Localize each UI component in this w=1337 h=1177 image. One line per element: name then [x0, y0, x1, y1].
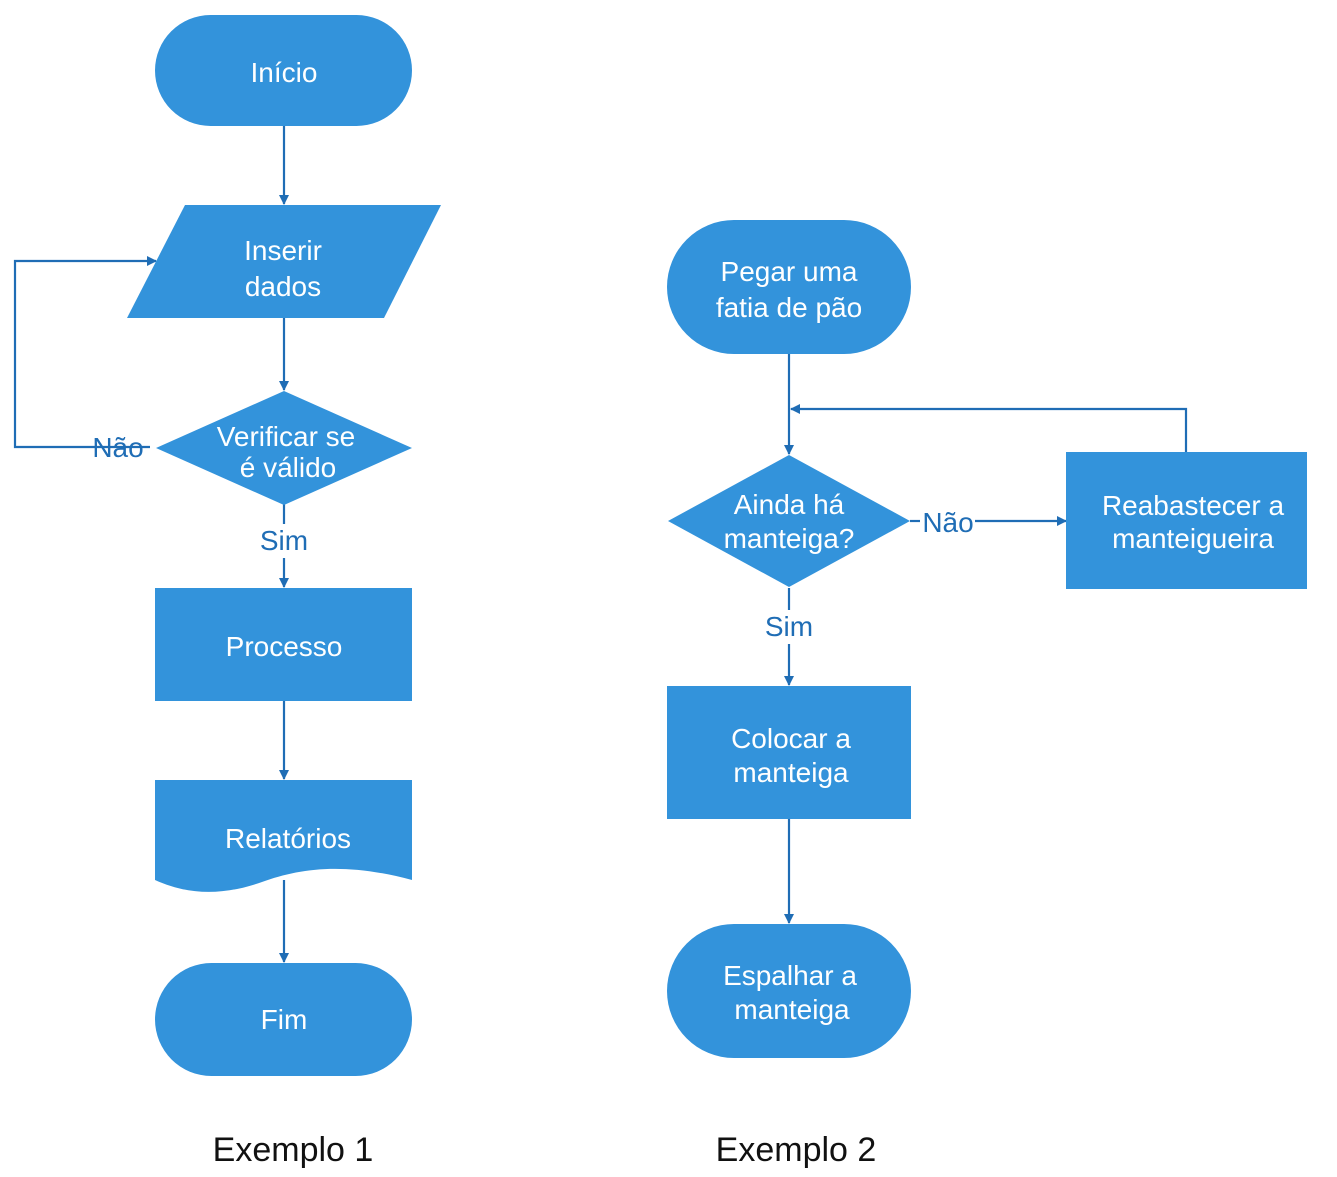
- input-parallelogram-shape: [127, 205, 441, 318]
- validation-label-line-1: Verificar se: [217, 421, 356, 452]
- edge-label-no: Não: [92, 432, 143, 463]
- bread-start-shape: [667, 220, 911, 354]
- refill-rect-shape: [1066, 452, 1307, 589]
- end-terminator-shape: [155, 963, 412, 1076]
- process-label: Processo: [226, 631, 343, 662]
- report-document-shape: [155, 780, 412, 892]
- process-box: Processo: [155, 588, 412, 701]
- report-document: Relatórios: [155, 780, 412, 892]
- input-parallelogram: Inserir dados: [127, 205, 441, 318]
- end-terminator: Fim: [155, 963, 412, 1076]
- apply-butter-label-line-2: manteiga: [733, 757, 849, 788]
- spread-butter-shape: [667, 924, 911, 1058]
- bread-start-label-line-2: fatia de pão: [716, 292, 862, 323]
- validation-decision: Verificar se é válido: [156, 391, 412, 505]
- edge-label-yes: Sim: [260, 525, 308, 556]
- edge-refill-loop-back: [790, 404, 1188, 452]
- start-label: Início: [251, 57, 318, 88]
- refill-label-line-1: Reabastecer a: [1102, 490, 1285, 521]
- refill-label-line-2: manteigueira: [1112, 523, 1274, 554]
- apply-butter-rect-shape: [667, 686, 911, 819]
- end-label: Fim: [261, 1004, 308, 1035]
- input-label-line-1: Inserir: [244, 235, 322, 266]
- butter-diamond-shape: [668, 455, 910, 587]
- bread-start-label-line-1: Pegar uma: [721, 256, 858, 287]
- edge-label-no: Não: [922, 507, 973, 538]
- input-label-line-2: dados: [245, 271, 321, 302]
- butter-decision-label-line-1: Ainda há: [734, 489, 845, 520]
- process-rect-shape: [155, 588, 412, 701]
- spread-butter-terminator: Espalhar a manteiga: [667, 924, 911, 1058]
- edge-label-yes: Sim: [765, 611, 813, 642]
- refill-box: Reabastecer a manteigueira: [1066, 452, 1307, 589]
- start-terminator-shape: [155, 15, 412, 126]
- example-2: Não Sim Pegar uma fatia de pão Ainda há …: [667, 220, 1307, 1169]
- validation-diamond-shape: [156, 391, 412, 505]
- apply-butter-box: Colocar a manteiga: [667, 686, 911, 819]
- caption-example-1: Exemplo 1: [213, 1131, 374, 1169]
- caption-example-2: Exemplo 2: [716, 1131, 877, 1169]
- edge-check-no-loop: [13, 256, 157, 449]
- example-1: Não Sim Início Inserir dados Verificar s…: [13, 15, 441, 1169]
- start-terminator: Início: [155, 15, 412, 126]
- butter-decision-label-line-2: manteiga?: [724, 523, 855, 554]
- report-label: Relatórios: [225, 823, 351, 854]
- spread-butter-label-line-1: Espalhar a: [723, 960, 857, 991]
- bread-start-terminator: Pegar uma fatia de pão: [667, 220, 911, 354]
- validation-label-line-2: é válido: [240, 452, 337, 483]
- apply-butter-label-line-1: Colocar a: [731, 723, 851, 754]
- butter-decision: Ainda há manteiga?: [668, 455, 910, 587]
- spread-butter-label-line-2: manteiga: [734, 994, 850, 1025]
